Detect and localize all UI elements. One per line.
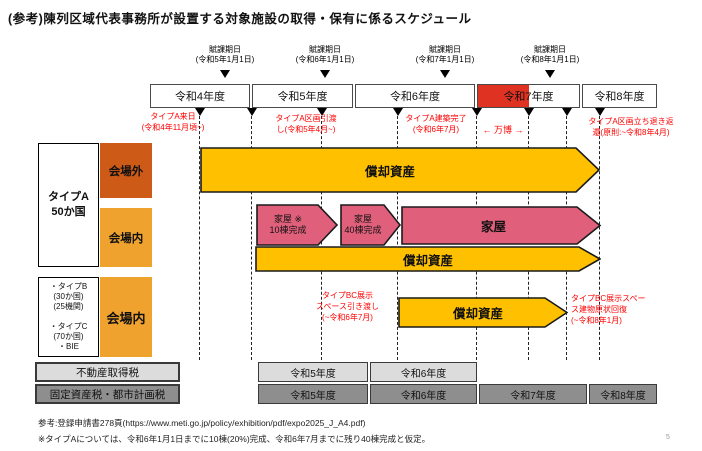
timeline-marker-icon <box>393 108 403 116</box>
timeline-marker-icon <box>595 108 605 116</box>
annotation-type-bc-handover: タイプBC展示 スペース引き渡し (~令和6年7月) <box>315 291 380 322</box>
assessment-date-text: (令和5年1月1日) <box>195 55 255 65</box>
bar-a-inside-assets: 償却資産 <box>255 246 601 272</box>
year-box-r7: 令和7年度 <box>477 84 580 108</box>
bar-label: 家屋 <box>480 220 506 234</box>
assessment-label: 賦課期日 <box>429 45 461 54</box>
page-title: (参考)陳列区域代表事務所が設置する対象施設の取得・保有に係るスケジュール <box>8 12 472 26</box>
assessment-marker-icon <box>545 70 555 78</box>
bar-label: 家屋 40棟完成 <box>344 214 382 235</box>
venue-inside-box-bc: 会場内 <box>100 277 152 357</box>
timeline-marker-icon <box>317 108 327 116</box>
dashed-line-return <box>599 116 600 360</box>
arrow-shape <box>255 246 601 272</box>
assessment-label: 賦課期日 <box>209 45 241 54</box>
tax-property-year-r5: 令和5年度 <box>258 384 368 404</box>
year-box-r4: 令和4年度 <box>150 84 250 108</box>
group-type-bc-label: ・タイプB (30か国) (25機関) ・タイプC (70か国) ・BIE <box>38 277 99 357</box>
bar-houses-10: 家屋 ※ 10棟完成 <box>256 204 338 246</box>
bar-label: 償却資産 <box>452 307 503 321</box>
tax-property-year-r8: 令和8年度 <box>589 384 657 404</box>
arrow-shape <box>401 206 601 245</box>
bar-label: 償却資産 <box>402 253 453 268</box>
bar-houses-40: 家屋 40棟完成 <box>340 204 401 246</box>
assessment-marker-icon <box>220 70 230 78</box>
dashed-line-handover <box>251 116 252 360</box>
tax-acquisition-year-r5: 令和5年度 <box>258 362 368 382</box>
tax-acquisition-year-r6: 令和6年度 <box>370 362 477 382</box>
tax-acquisition-label: 不動産取得税 <box>35 362 180 382</box>
assessment-date-4: 賦課期日 (令和8年1月1日) <box>495 45 605 66</box>
assessment-date-text: (令和6年1月1日) <box>295 55 355 65</box>
annotation-type-a-handover: タイプA区画引渡 し(令和5年4月~) <box>275 114 337 134</box>
arrow-shape <box>398 297 568 328</box>
assessment-date-3: 賦課期日 (令和7年1月1日) <box>390 45 500 66</box>
arrow-shape <box>200 147 600 193</box>
footer-note: ※タイプAについては、令和6年1月1日までに10棟(20%)完成、令和6年7月ま… <box>38 434 431 444</box>
timeline-marker-icon <box>247 108 257 116</box>
year-box-r5: 令和5年度 <box>252 84 353 108</box>
annotation-type-a-arrival: タイプA来日 (令和4年11月頃~) <box>141 112 205 132</box>
tax-property-label: 固定資産税・都市計画税 <box>35 384 180 404</box>
venue-outside-box: 会場外 <box>100 143 152 198</box>
assessment-marker-icon <box>440 70 450 78</box>
dashed-line-completion <box>397 116 398 360</box>
tax-property-year-r7: 令和7年度 <box>479 384 587 404</box>
assessment-marker-icon <box>320 70 330 78</box>
footer-reference: 参考:登録申請書278頁(https://www.meti.go.jp/poli… <box>38 418 366 428</box>
page-number: 5 <box>666 434 670 441</box>
timeline-marker-icon <box>562 108 572 116</box>
assessment-label: 賦課期日 <box>309 45 341 54</box>
bar-label: 償却資産 <box>364 164 415 179</box>
year-box-r8: 令和8年度 <box>582 84 657 108</box>
annotation-expo-period: ← 万博 → <box>482 125 524 135</box>
timeline-marker-icon <box>524 108 534 116</box>
annotation-type-bc-restoration: タイプBC展示スペー ス建物原状回復 (~令和8年1月) <box>571 294 646 325</box>
group-type-a-label: タイプA 50か国 <box>38 143 99 267</box>
timeline-marker-icon <box>472 108 482 116</box>
assessment-date-2: 賦課期日 (令和6年1月1日) <box>270 45 380 66</box>
bar-a-outside-assets: 償却資産 <box>200 147 600 193</box>
year-box-r6: 令和6年度 <box>355 84 475 108</box>
arrow-shape <box>256 204 338 246</box>
year-box-r7-label: 令和7年度 <box>503 91 554 103</box>
assessment-label: 賦課期日 <box>534 45 566 54</box>
bar-bc-assets: 償却資産 <box>398 297 568 328</box>
dashed-line-arrival <box>199 116 200 360</box>
annotation-type-a-completion: タイプA建築完了 (令和6年7月) <box>405 114 467 134</box>
bar-label: 家屋 ※ 10棟完成 <box>269 214 307 235</box>
arrow-shape <box>340 204 401 246</box>
assessment-date-text: (令和8年1月1日) <box>520 55 580 65</box>
assessment-date-1: 賦課期日 (令和5年1月1日) <box>170 45 280 66</box>
expo-period-highlight <box>478 85 529 107</box>
tax-property-year-r6: 令和6年度 <box>370 384 477 404</box>
assessment-date-text: (令和7年1月1日) <box>415 55 475 65</box>
annotation-type-a-return: タイプA区画立ち退き返 還(原則:~令和8年4月) <box>588 117 674 137</box>
venue-inside-box-a: 会場内 <box>100 208 152 267</box>
timeline-marker-icon <box>195 108 205 116</box>
bar-houses-main: 家屋 <box>401 206 601 245</box>
